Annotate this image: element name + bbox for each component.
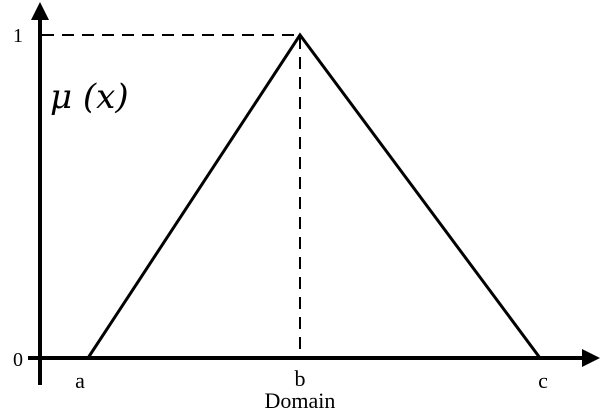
y-axis-label: μ (x): [50, 77, 129, 117]
y-tick-label-0: 0: [13, 349, 23, 371]
x-axis-label: Domain: [265, 388, 336, 413]
x-tick-label-b: b: [295, 366, 306, 391]
x-tick-label-a: a: [75, 368, 85, 393]
y-tick-label-1: 1: [13, 25, 23, 47]
x-axis-arrowhead: [582, 349, 600, 367]
x-tick-label-c: c: [538, 368, 548, 393]
y-axis-arrowhead: [31, 2, 49, 20]
triangle-membership-function: [86, 32, 542, 359]
